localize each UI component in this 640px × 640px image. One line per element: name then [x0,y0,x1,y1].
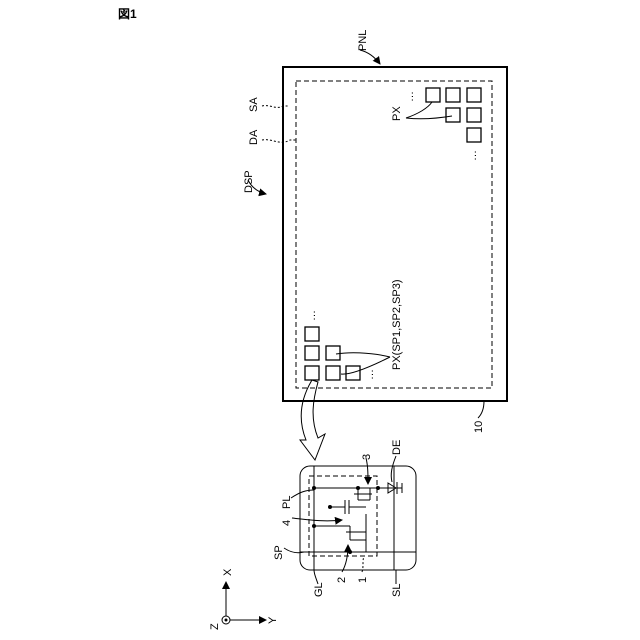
pl-leader [291,490,314,498]
pixel-square [305,346,319,360]
axis-label-x: X [222,568,234,576]
junction-dot [356,486,360,490]
subpixel-detail [300,466,416,570]
label-px-top: PX [391,106,403,121]
label-da: DA [248,129,260,145]
label-px-bottom: PX(SP1,SP2,SP3) [391,280,403,371]
drive-transistor [354,488,372,500]
pixel-cluster-top: … … [404,88,481,161]
ellipsis: … [467,150,479,161]
ellipsis: … [404,91,416,102]
label-4: 4 [281,520,293,526]
pnl-arrow [360,50,380,64]
sa-leader [262,106,289,108]
axis-label-y: Y [267,616,279,624]
pixel-square [467,108,481,122]
label-sl: SL [391,584,403,597]
label-1: 1 [357,577,369,583]
sp-leader [284,548,304,553]
ellipsis: … [364,369,376,380]
junction-dot [312,486,316,490]
label-gl: GL [313,582,325,597]
px-bottom-leaders [336,353,390,374]
junction-dot [328,505,332,509]
zoom-arrow [300,380,325,460]
z-axis-dot [225,619,228,622]
label-pnl: PNL [357,30,369,51]
gl-leader [314,570,318,584]
substrate-leader [478,401,484,418]
pixel-square [305,327,319,341]
label-10: 10 [473,421,485,433]
ref-3-leader [366,458,368,484]
pixel-square [326,346,340,360]
label-sa: SA [248,97,260,112]
pixel-square [326,366,340,380]
pixel-square [426,88,440,102]
subpixel-outline [300,466,416,570]
junction-dot [376,486,380,490]
pixel-square [346,366,360,380]
pixel-square [446,88,460,102]
figure-title: 図1 [118,7,137,21]
axis-label-z: Z [209,623,221,630]
pixel-square [305,366,319,380]
coordinate-axes [222,582,266,624]
junction-dot [348,550,352,554]
label-2: 2 [336,577,348,583]
junction-dot [312,524,316,528]
label-de: DE [391,440,403,455]
pixel-square [467,128,481,142]
label-sp: SP [273,545,285,560]
pixel-square [446,108,460,122]
px-top-leaders [406,102,452,119]
pixel-cluster-bottom: … … [305,310,376,380]
da-leader [262,140,296,143]
ref-2-leader [342,545,348,572]
ellipsis: … [306,310,318,321]
pixel-square [467,88,481,102]
switch-transistor [346,514,366,552]
label-3: 3 [361,454,373,460]
